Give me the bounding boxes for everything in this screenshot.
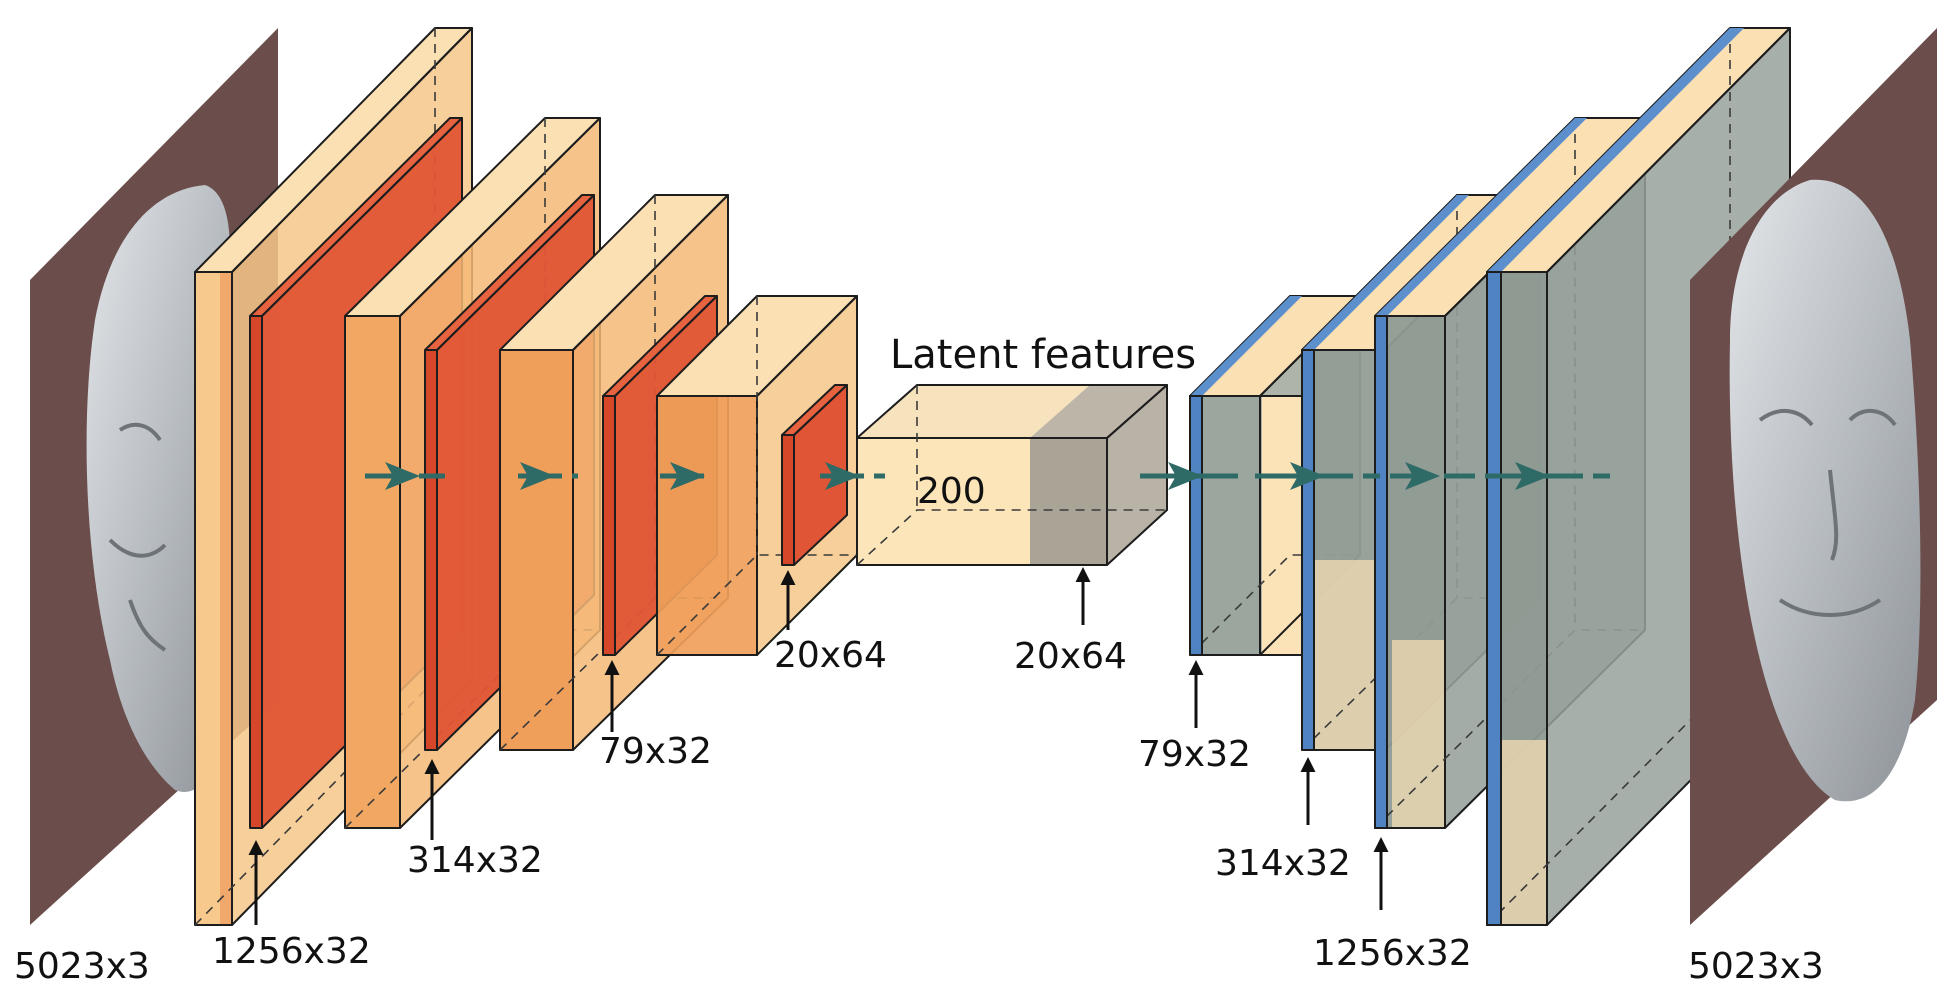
decoder-label-3: 1256x32	[1313, 933, 1472, 974]
latent-features-title: Latent features	[890, 332, 1196, 378]
latent-dimension-label: 200	[917, 471, 986, 512]
encoder-label-3: 79x32	[599, 731, 712, 772]
encoder-label-4: 20x64	[774, 635, 887, 676]
latent-features-block	[856, 384, 1168, 566]
flow-arrows	[365, 462, 1610, 490]
decoder-label-2: 314x32	[1215, 843, 1351, 884]
decoder-label-1: 79x32	[1138, 734, 1251, 775]
encoder-label-1: 1256x32	[212, 931, 371, 972]
output-face-panel	[1690, 28, 1937, 925]
output-face-mesh	[1729, 179, 1921, 802]
pointer-arrows	[248, 567, 1389, 925]
input-size-label: 5023x3	[14, 946, 150, 987]
encoder-block-4	[656, 295, 858, 656]
encoder-label-2: 314x32	[407, 840, 543, 881]
output-size-label: 5023x3	[1688, 946, 1824, 987]
latent-size-label: 20x64	[1014, 636, 1127, 677]
